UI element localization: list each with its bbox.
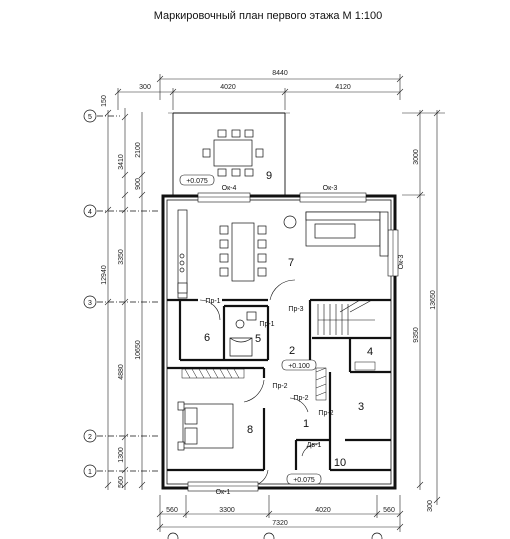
- dim-bottom-right-offset: 560: [383, 507, 395, 514]
- axis-label-4: 4: [88, 209, 92, 216]
- dim-right-13650: 13650: [430, 290, 437, 310]
- dim-bottom-span-left: 3300: [219, 507, 235, 514]
- dim-bottom-left-offset: 560: [166, 507, 178, 514]
- bottom-dimensions: [156, 495, 404, 532]
- interior-walls: [167, 298, 391, 472]
- dim-left-top-offset: 150: [101, 95, 108, 107]
- room-number-3: 3: [358, 401, 364, 413]
- level-mark-terrace: +0.075: [186, 178, 208, 185]
- outer-walls: [161, 194, 397, 490]
- dim-left-12940: 12940: [101, 265, 108, 285]
- dim-top-span-left: 4020: [220, 84, 236, 91]
- outer-wall-thin: [166, 199, 392, 485]
- level-mark-entrance: +0.075: [293, 477, 315, 484]
- dim-top-overall: 8440: [272, 70, 288, 77]
- axis-label-1: 1: [88, 469, 92, 476]
- room-number-1: 1: [303, 418, 309, 430]
- room-number-4: 4: [367, 346, 373, 358]
- sofa: [283, 211, 389, 257]
- top-dimensions: [114, 74, 404, 110]
- dim-top-span-right: 4120: [335, 84, 351, 91]
- bathroom-fixtures: [229, 311, 257, 357]
- wardrobe-hatch: [181, 361, 376, 401]
- dim-right-300: 300: [427, 500, 434, 512]
- axis-label-5: 5: [88, 114, 92, 121]
- dim-left-4880: 4880: [118, 364, 125, 380]
- dim-left-560: 560: [118, 476, 125, 488]
- room-number-5: 5: [255, 333, 261, 345]
- dim-top-left-offset: 300: [139, 84, 151, 91]
- opening-tag-pr2-c: Пр-2: [318, 410, 333, 417]
- room-number-10: 10: [334, 457, 346, 469]
- opening-tag-pr2-a: Пр-2: [272, 383, 287, 390]
- right-dimensions: [402, 109, 445, 505]
- level-mark-boxes: [179, 174, 322, 485]
- dim-left-1300: 1300: [118, 447, 125, 463]
- opening-tag-ok4: Ок-4: [222, 185, 237, 192]
- terrace-outline: [168, 112, 290, 196]
- room-number-7: 7: [288, 257, 294, 269]
- dim-left-10650: 10650: [135, 340, 142, 360]
- dim-left-3410: 3410: [118, 154, 125, 170]
- opening-tag-ok1: Ок-1: [216, 489, 231, 496]
- dim-left-3350: 3350: [118, 249, 125, 265]
- room-number-8: 8: [247, 424, 253, 436]
- dim-right-3000: 3000: [413, 149, 420, 165]
- axis-label-2: 2: [88, 434, 92, 441]
- left-dimensions: [104, 108, 146, 490]
- axis-markers: [83, 109, 383, 539]
- opening-tag-ok3-top: Ок-3: [323, 185, 338, 192]
- opening-tag-dv1: Дв-1: [307, 442, 322, 449]
- opening-tag-pr1-b: Пр-1: [259, 321, 274, 328]
- bed: [177, 401, 234, 451]
- dim-left-900: 900: [135, 178, 142, 190]
- opening-tag-pr3: Пр-3: [288, 306, 303, 313]
- opening-tag-ok3-right: Ок-3: [398, 255, 405, 270]
- level-mark-hall: +0.100: [288, 363, 310, 370]
- opening-tag-pr1-a: Пр-1: [205, 298, 220, 305]
- dim-left-terrace: 2100: [135, 142, 142, 158]
- room-number-2: 2: [289, 345, 295, 357]
- room-number-9: 9: [266, 170, 272, 182]
- axis-label-3: 3: [88, 300, 92, 307]
- dim-right-9350: 9350: [413, 327, 420, 343]
- dim-bottom-span-right: 4020: [315, 507, 331, 514]
- kitchen-counter: [177, 209, 188, 299]
- plan-title: Маркировочный план первого этажа М 1:100: [154, 10, 383, 22]
- opening-tag-pr2-b: Пр-2: [293, 395, 308, 402]
- window-glazing-lines: [188, 196, 394, 487]
- dining-set-interior: [219, 222, 267, 282]
- dim-bottom-overall: 7320: [272, 520, 288, 527]
- room-number-6: 6: [204, 332, 210, 344]
- door-swings: [199, 279, 321, 485]
- stairs: [317, 299, 375, 335]
- dining-set-terrace: [202, 129, 264, 177]
